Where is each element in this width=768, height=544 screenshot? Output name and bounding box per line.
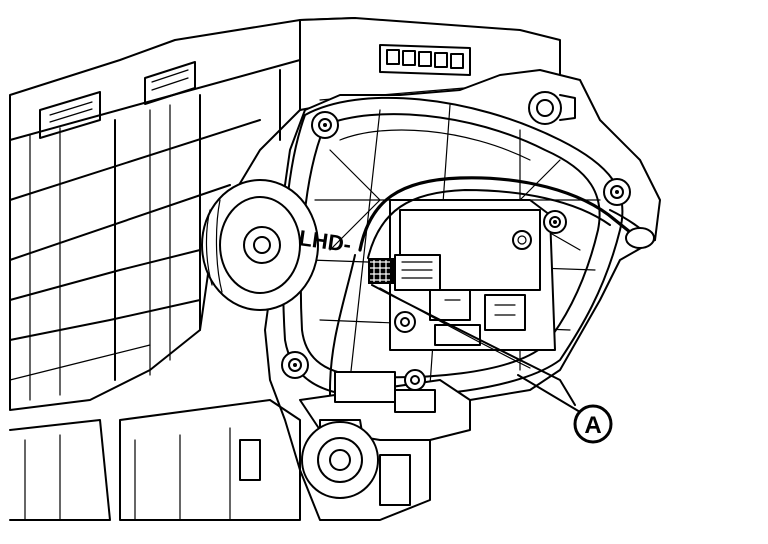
wire-harness xyxy=(329,176,656,421)
control-unit xyxy=(389,199,556,351)
callout-circle-icon: A xyxy=(517,374,613,444)
blower-motor-pulley xyxy=(201,179,319,311)
mounting-bolt-icon xyxy=(404,369,426,391)
callout-label: A xyxy=(584,412,601,439)
mounting-bolt-icon xyxy=(311,111,339,139)
mounting-bolt-icon xyxy=(394,311,416,333)
mounting-bolt-icon xyxy=(281,351,309,379)
harness-connector xyxy=(368,258,394,284)
vent-louver-2 xyxy=(144,61,196,105)
vent-louver-1 xyxy=(39,91,101,139)
mounting-bolt-icon xyxy=(543,210,567,234)
lower-motor xyxy=(301,421,379,499)
mounting-bolt-icon xyxy=(603,178,631,206)
blower-duct-housing xyxy=(9,17,356,411)
